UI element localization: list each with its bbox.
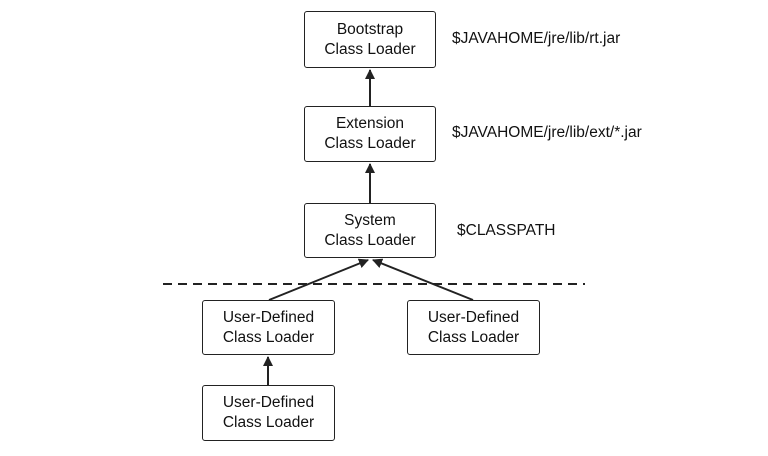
user-defined-bottom-box: User-Defined Class Loader: [202, 385, 335, 441]
bootstrap-line1: Bootstrap: [336, 20, 404, 38]
user-defined-left-box: User-Defined Class Loader: [202, 300, 335, 355]
bootstrap-line2: Class Loader: [324, 40, 416, 58]
extension-line1: Extension: [335, 115, 405, 132]
user-bottom-line2: Class Loader: [222, 414, 315, 431]
user-right-line2: Class Loader: [427, 328, 520, 346]
user-left-line2: Class Loader: [222, 328, 315, 346]
extension-line2: Class Loader: [324, 135, 416, 152]
arrow-user-left-to-system: [268, 258, 369, 301]
arrow-user-right-to-system: [372, 258, 474, 301]
extension-class-loader-box: Extension Class Loader: [304, 106, 436, 162]
bootstrap-class-loader-box: Bootstrap Class Loader: [304, 11, 436, 68]
extension-path-label: $JAVAHOME/jre/lib/ext/*.jar: [452, 124, 642, 141]
user-right-line1: User-Defined: [427, 308, 520, 326]
user-defined-right-box: User-Defined Class Loader: [407, 300, 540, 355]
user-bottom-line1: User-Defined: [222, 394, 315, 411]
bootstrap-path-label: $JAVAHOME/jre/lib/rt.jar: [452, 30, 621, 47]
system-path-label: $CLASSPATH: [457, 222, 556, 239]
system-line2: Class Loader: [324, 231, 416, 249]
system-line1: System: [344, 211, 396, 229]
system-class-loader-box: System Class Loader: [304, 203, 436, 258]
user-left-line1: User-Defined: [222, 308, 315, 326]
